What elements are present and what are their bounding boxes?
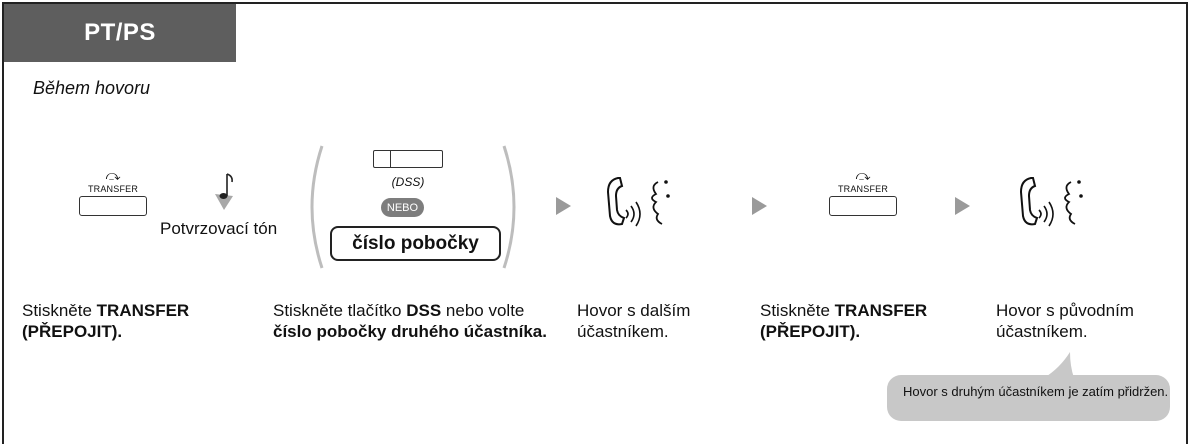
hold-note: Hovor s druhým účastníkem je zatím přidr… [887, 375, 1170, 421]
transfer-key-label: TRANSFER [837, 184, 889, 194]
caption-bold: TRANSFER (PŘEPOJIT). [22, 301, 190, 341]
section-tab: PT/PS [4, 4, 236, 62]
or-badge: NEBO [381, 198, 424, 217]
right-bracket [502, 145, 516, 269]
caption-text: Stiskněte tlačítko [273, 301, 407, 320]
step-arrow [955, 197, 970, 215]
caption-bold: DSS [406, 301, 442, 320]
caption-step-3: Hovor s dalším účastníkem. [577, 301, 691, 341]
caption-step-2: Stiskněte tlačítko DSS nebo volte číslo … [273, 300, 553, 342]
confirmation-tone-label: Potvrzovací tón [160, 219, 278, 238]
transfer-key: ⤼ TRANSFER [79, 168, 147, 218]
caption-step-4: Stiskněte TRANSFER (PŘEPOJIT). [760, 300, 970, 342]
transfer-key-button [79, 196, 147, 216]
transfer-arrow-icon: ⤼ [855, 167, 871, 183]
dss-label: (DSS) [391, 175, 425, 189]
transfer-key-button [829, 196, 897, 216]
left-bracket [310, 145, 324, 269]
handset-talk-icon [606, 177, 670, 227]
transfer-key-2: ⤼ TRANSFER [829, 168, 897, 218]
context-label: Během hovoru [33, 78, 151, 98]
handset-talk-icon [1019, 177, 1083, 227]
caption-text: Stiskněte [760, 301, 835, 320]
extension-number-box: číslo pobočky [330, 226, 501, 261]
dss-key [373, 150, 443, 168]
caption-bold: TRANSFER (PŘEPOJIT). [760, 301, 928, 341]
step-arrow [556, 197, 571, 215]
music-note-icon [215, 173, 233, 210]
transfer-key-label: TRANSFER [87, 184, 139, 194]
caption-text: nebo volte [441, 301, 525, 320]
caption-bold: číslo pobočky druhého účastníka. [273, 322, 547, 341]
transfer-arrow-icon: ⤼ [105, 167, 121, 183]
caption-step-1: Stiskněte TRANSFER (PŘEPOJIT). [22, 300, 242, 342]
note-tail [1044, 352, 1074, 378]
caption-step-5: Hovor s původním účastníkem. [996, 301, 1134, 341]
caption-text: Stiskněte [22, 301, 97, 320]
step-arrow [752, 197, 767, 215]
